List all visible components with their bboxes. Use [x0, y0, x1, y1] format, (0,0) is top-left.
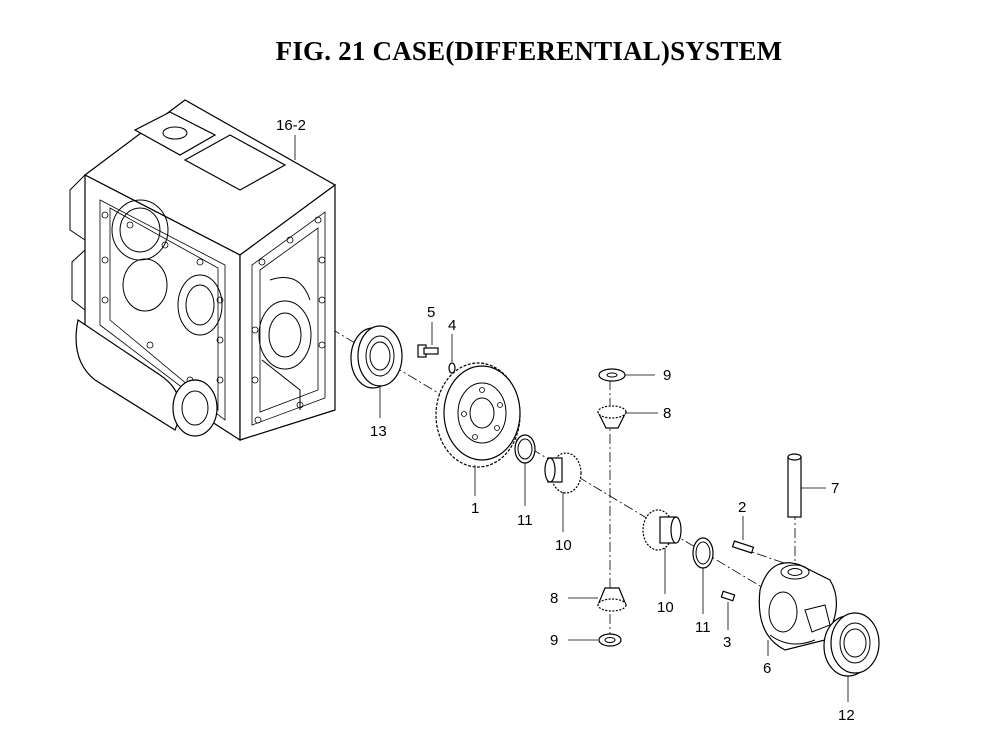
callout-labels: 16-2 13 5 4 1 11 10 9 8 10 11 8 9 2 3 6 … [276, 117, 855, 724]
part-13-bearing [350, 325, 403, 389]
callout-3: 3 [723, 634, 731, 651]
figure-title: FIG. 21 CASE(DIFFERENTIAL)SYSTEM [275, 36, 783, 66]
part-12-bearing [823, 612, 880, 677]
part-8-pinion-upper [597, 405, 627, 429]
part-11-shim-upper [514, 434, 536, 464]
part-5-bolt [417, 344, 439, 358]
callout-10-upper: 10 [555, 537, 572, 554]
leader-lines [294, 135, 849, 702]
callout-5: 5 [427, 304, 435, 321]
part-10-side-gear-lower [642, 509, 682, 551]
callout-6: 6 [763, 660, 771, 677]
callout-10-lower: 10 [657, 599, 674, 616]
part-3-pin [720, 590, 736, 602]
callout-9-lower: 9 [550, 632, 558, 649]
callout-13: 13 [370, 423, 387, 440]
callout-4: 4 [448, 317, 456, 334]
part-6-differential-case [758, 562, 838, 651]
part-7-shaft [787, 453, 802, 518]
callout-2: 2 [738, 499, 746, 516]
part-2-pin [731, 540, 755, 554]
callout-8-lower: 8 [550, 590, 558, 607]
part-9-washer-upper [598, 368, 626, 382]
part-8-pinion-lower [597, 587, 627, 612]
callout-11-upper: 11 [517, 512, 533, 529]
callout-7: 7 [831, 480, 839, 497]
part-4-washer [448, 362, 456, 374]
part-9-washer-lower [598, 633, 622, 647]
callout-12: 12 [838, 707, 855, 724]
part-1-ring-gear [435, 362, 521, 468]
part-10-side-gear-upper [544, 452, 582, 494]
callout-9-upper: 9 [663, 367, 671, 384]
callout-16-2: 16-2 [276, 117, 306, 134]
callout-11-lower: 11 [695, 619, 711, 636]
callout-8-upper: 8 [663, 405, 671, 422]
callout-1: 1 [471, 500, 479, 517]
part-11-shim-lower [692, 537, 714, 569]
part-16-2-case-housing [69, 99, 337, 442]
